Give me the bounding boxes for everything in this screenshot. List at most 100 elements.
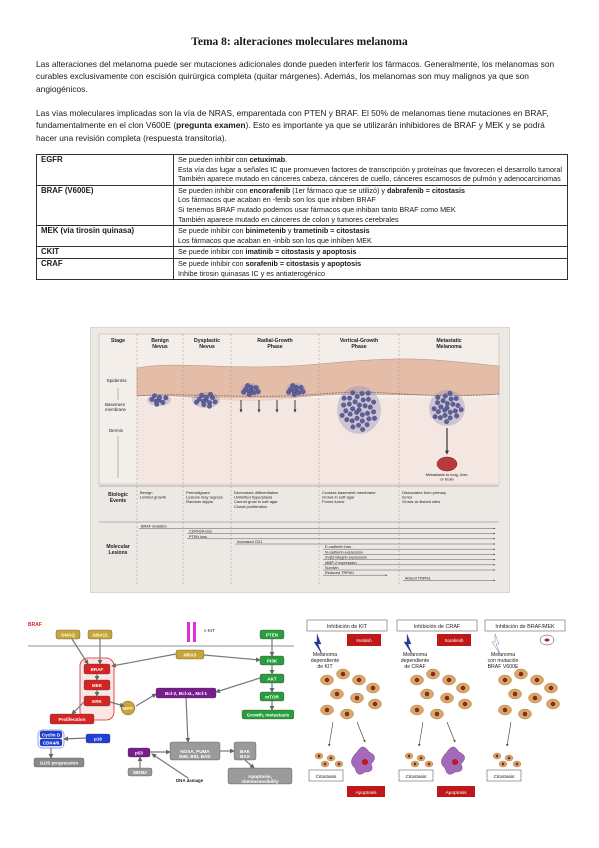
melanoma-cell-nucleus bbox=[534, 677, 540, 683]
tumor-cell bbox=[253, 385, 259, 391]
tumor-cell bbox=[435, 400, 441, 406]
apoptotic-nucleus bbox=[362, 759, 368, 765]
melanoma-cell-nucleus bbox=[518, 671, 524, 677]
tumor-cell bbox=[341, 402, 347, 408]
melanoma-cell-nucleus bbox=[340, 671, 346, 677]
desc-run: También aparece mutado en cánceres de co… bbox=[178, 214, 399, 224]
tumor-cell bbox=[350, 424, 356, 430]
growth-node-label: Growth, metastasis bbox=[247, 712, 290, 717]
drug-label: Imatinib bbox=[356, 638, 372, 643]
desc-run: cetuximab bbox=[249, 155, 286, 164]
tumor-cell bbox=[448, 396, 454, 402]
tumor-cell bbox=[447, 409, 453, 415]
description-cell: Se puede inhibir con sorafenib = citosta… bbox=[173, 257, 568, 281]
result-label: Citostasis bbox=[494, 774, 515, 780]
molecular-lesion-label: Increased CD1 bbox=[237, 540, 262, 544]
tumor-cell bbox=[350, 406, 356, 412]
melanoma-cell-nucleus bbox=[334, 691, 340, 697]
result-box-citostasis bbox=[486, 769, 522, 782]
page-title: Tema 8: alteraciones moleculares melanom… bbox=[191, 36, 408, 48]
tumor-cell bbox=[163, 395, 169, 401]
tumor-cell bbox=[442, 393, 448, 399]
description-line: Se pueden inhibir con encorafenib (1er f… bbox=[178, 186, 563, 196]
tumor-cell bbox=[444, 419, 450, 425]
tumor-cell bbox=[431, 406, 437, 412]
desc-run: y bbox=[285, 226, 294, 236]
melanoma-cell-nucleus bbox=[354, 695, 360, 701]
tumor-cell bbox=[199, 392, 205, 398]
tumor-cell bbox=[455, 402, 461, 408]
arrested-cell-nucleus bbox=[323, 762, 327, 766]
tumor-cell bbox=[341, 395, 347, 401]
corner-label: BRAF bbox=[28, 622, 42, 628]
desc-run: Inhibe tirosin quinasas IC y es antiater… bbox=[178, 268, 326, 278]
tumor-cell bbox=[354, 415, 360, 421]
melanoma-cell-nucleus bbox=[356, 677, 362, 683]
desc-run: binimetenib bbox=[245, 226, 286, 236]
tumor-cell bbox=[203, 394, 209, 400]
pathway-arrow bbox=[203, 654, 261, 663]
tumor-cell bbox=[156, 395, 162, 400]
tumor-cell bbox=[344, 417, 350, 423]
desc-run: imatinib = citostasis y apoptosis bbox=[245, 247, 357, 257]
tumor-cell bbox=[152, 393, 157, 399]
description-line: También aparece mutado en cánceres de co… bbox=[178, 215, 563, 225]
pten-node-label: PTEN bbox=[266, 632, 279, 637]
tumor-cell bbox=[437, 415, 443, 421]
mek-node-label: MEK bbox=[92, 683, 103, 688]
molecular-lesion-label: PTEN loss bbox=[189, 535, 207, 539]
molecular-lesion-label: CDKN2A loss bbox=[189, 530, 212, 534]
molecular-lesion-label: Reduced TRPM1 bbox=[325, 571, 354, 575]
melanoma-cell-nucleus bbox=[414, 677, 420, 683]
pathway-arrow bbox=[185, 697, 191, 743]
apoptosis-node-label: Apoptosis,chemosensibility bbox=[241, 774, 279, 784]
desc-run: Se pueden inhibir con bbox=[178, 155, 250, 164]
growth-node-box bbox=[241, 709, 294, 720]
tumor-cell bbox=[444, 401, 450, 407]
result-arrow bbox=[356, 721, 366, 743]
tumor-cell bbox=[201, 402, 207, 408]
desc-run: Se pueden inhibir con bbox=[178, 185, 250, 195]
tumor-cell bbox=[354, 394, 360, 400]
desc-run: Se puede inhibir con bbox=[178, 258, 246, 268]
result-box-apoptosis bbox=[437, 786, 475, 797]
melanoma-cell-nucleus bbox=[324, 677, 330, 683]
tumor-cell bbox=[298, 385, 304, 391]
pathway-arrow bbox=[63, 736, 87, 742]
tumor-cell bbox=[366, 396, 371, 402]
description-line: Los fármacos que acaban en -inbib son lo… bbox=[178, 236, 563, 246]
tumor-cell bbox=[291, 392, 297, 397]
arrested-cell-nucleus bbox=[501, 762, 505, 766]
desc-run: Los fármacos que acaban en -inbib son lo… bbox=[178, 235, 372, 245]
tumor-cell bbox=[356, 422, 362, 428]
arrested-cell-nucleus bbox=[407, 754, 411, 758]
melanoma-cell-nucleus bbox=[372, 701, 378, 707]
description-cell: Se puede inhibir con binimetenib y trame… bbox=[173, 225, 568, 248]
metastasis-label: Metastasis to lung, liver,or brain bbox=[426, 472, 469, 482]
mdm2-node-label: MDM2 bbox=[133, 770, 147, 775]
tumor-cell bbox=[458, 407, 464, 413]
pathway-arrow bbox=[71, 701, 85, 715]
pathway-arrow bbox=[109, 701, 125, 708]
panel-header-box bbox=[306, 619, 388, 632]
tumor-cell bbox=[442, 407, 448, 413]
erk-node-label: ERK bbox=[92, 699, 102, 704]
tumor-cell bbox=[160, 400, 166, 405]
gnaq-node-label: GNAQ bbox=[61, 632, 75, 637]
stage-header: Stage bbox=[111, 338, 125, 344]
intro-paragraph: Las alteraciones del melanoma puede ser … bbox=[36, 58, 566, 95]
description-line: Si tenemos BRAF mutado podemos usar fárm… bbox=[178, 205, 563, 215]
result-label: Apoptosis bbox=[355, 790, 377, 796]
